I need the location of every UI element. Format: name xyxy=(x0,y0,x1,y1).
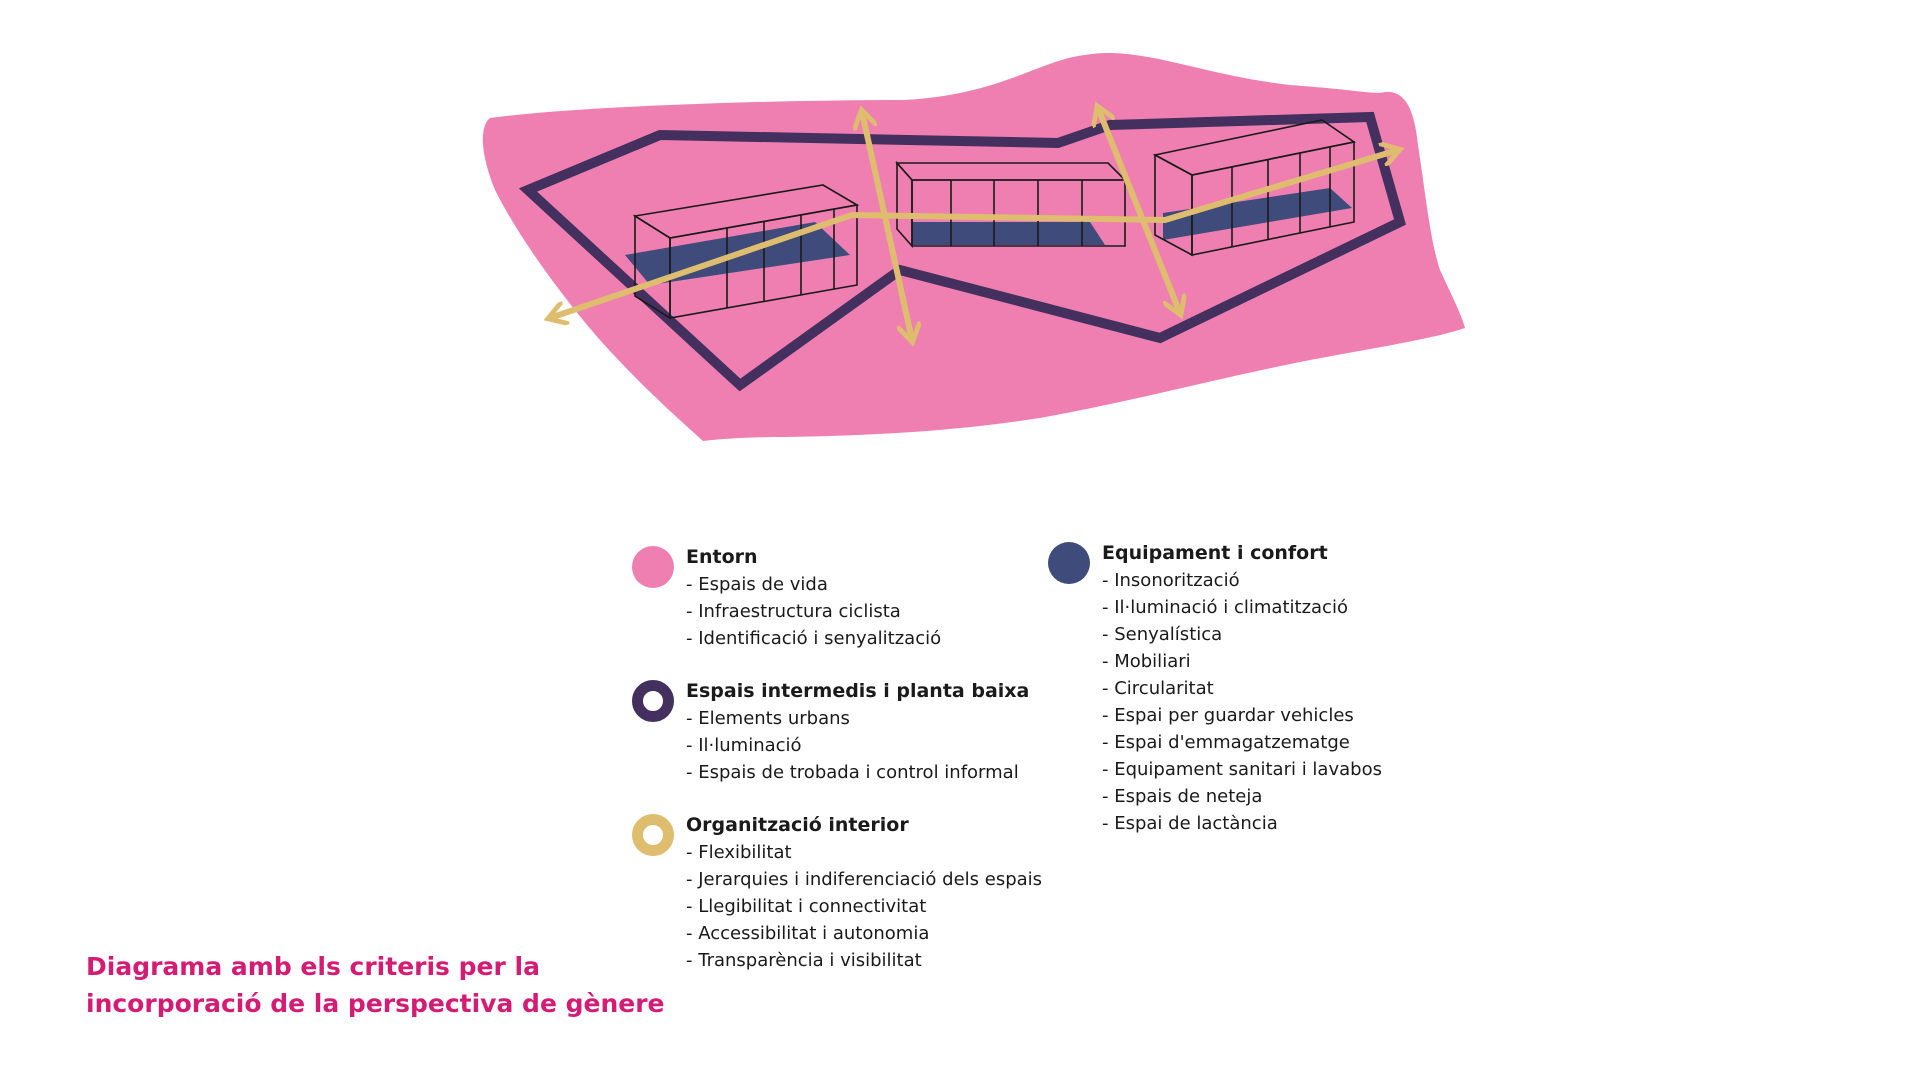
legend-espais-intermedis-title: Espais intermedis i planta baixa xyxy=(686,680,1030,702)
entorn-swatch xyxy=(632,546,674,588)
list-item: - Circularitat xyxy=(1102,678,1214,699)
list-item: - Il·luminació xyxy=(686,735,802,756)
building-2-floor xyxy=(912,222,1105,245)
list-item: - Insonorització xyxy=(1102,570,1240,591)
main-axis-arrow xyxy=(550,150,1398,318)
legend-espais-intermedis-items: - Elements urbans - Il·luminació - Espai… xyxy=(686,705,1019,786)
list-item: - Espai per guardar vehicles xyxy=(1102,705,1354,726)
list-item: - Espai d'emmagatzematge xyxy=(1102,732,1350,753)
list-item: - Infraestructura ciclista xyxy=(686,601,901,622)
list-item: - Llegibilitat i connectivitat xyxy=(686,896,927,917)
organitzacio-interior-swatch xyxy=(632,814,674,856)
list-item: - Transparència i visibilitat xyxy=(686,950,922,971)
equipament-swatch xyxy=(1048,542,1090,584)
list-item: - Mobiliari xyxy=(1102,651,1191,672)
list-item: - Identificació i senyalització xyxy=(686,628,942,649)
caption-line-1: Diagrama amb els criteris per la xyxy=(86,952,540,981)
list-item: - Flexibilitat xyxy=(686,842,792,863)
cross-axis-arrow-2 xyxy=(1098,108,1180,313)
list-item: - Espais de vida xyxy=(686,574,828,595)
list-item: - Il·luminació i climatització xyxy=(1102,597,1348,618)
legend-equipament-title: Equipament i confort xyxy=(1102,542,1328,564)
list-item: - Espais de neteja xyxy=(1102,786,1263,807)
list-item: - Elements urbans xyxy=(686,708,850,729)
circulation-arrows xyxy=(550,108,1398,340)
list-item: - Espais de trobada i control informal xyxy=(686,762,1019,783)
list-item: - Jerarquies i indiferenciació dels espa… xyxy=(686,869,1043,890)
entorn-area xyxy=(482,52,1465,442)
list-item: - Equipament sanitari i lavabos xyxy=(1102,759,1382,780)
list-item: - Espai de lactància xyxy=(1102,813,1278,834)
legend-organitzacio-interior-title: Organització interior xyxy=(686,814,909,836)
legend-equipament-items: - Insonorització - Il·luminació i climat… xyxy=(1102,567,1382,837)
legend-entorn-title: Entorn xyxy=(686,546,758,568)
espais-intermedis-swatch xyxy=(632,680,674,722)
legend-entorn-items: - Espais de vida - Infraestructura cicli… xyxy=(686,571,941,652)
list-item: - Senyalística xyxy=(1102,624,1223,645)
legend-organitzacio-interior-items: - Flexibilitat - Jerarquies i indiferenc… xyxy=(686,839,1042,974)
cross-axis-arrow-1 xyxy=(862,112,912,340)
caption-line-2: incorporació de la perspectiva de gènere xyxy=(86,989,665,1018)
list-item: - Accessibilitat i autonomia xyxy=(686,923,930,944)
diagram-caption: Diagrama amb els criteris per la incorpo… xyxy=(86,948,665,1022)
